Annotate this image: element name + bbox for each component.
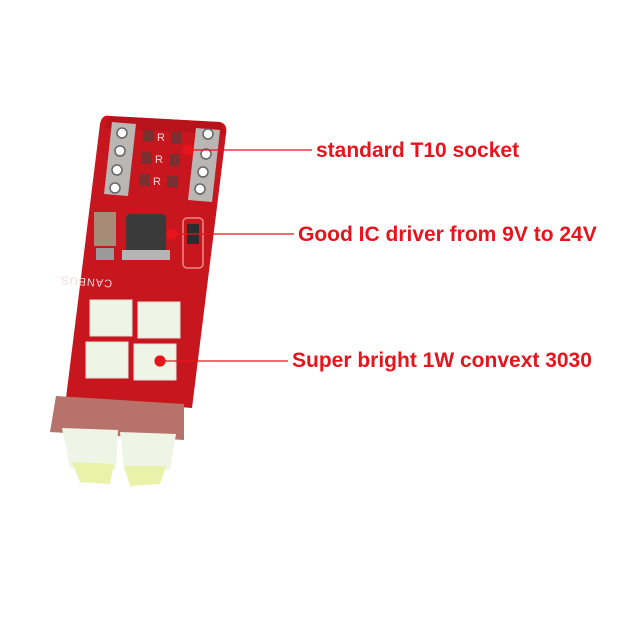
svg-text:R: R [155,154,164,166]
socket-contacts: R R R [104,122,220,202]
capacitor [94,212,116,246]
ic-driver-chip [126,214,166,256]
resistor-marking: R [157,132,166,144]
svg-text:R: R [153,176,162,188]
callout-ic-driver: Good IC driver from 9V to 24V [298,223,597,246]
led-chips [85,299,181,381]
board-marking: CANBUS [60,273,113,289]
led-bulb: R R R CANBUS [50,115,227,486]
callout-socket: standard T10 socket [316,139,520,162]
callout-led: Super bright 1W convext 3030 [292,349,592,372]
